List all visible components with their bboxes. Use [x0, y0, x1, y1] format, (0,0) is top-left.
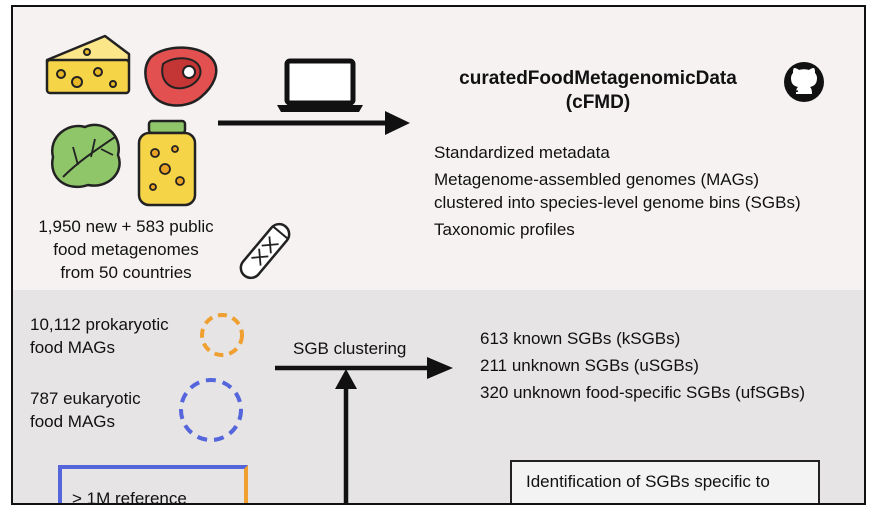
- unknown-food-specific-sgbs: 320 unknown food-specific SGBs (ufSGBs): [480, 383, 806, 402]
- food-metagenomes-label: 1,950 new + 583 public food metagenomes …: [38, 217, 214, 282]
- cfmd-feature-list: Standardized metadata Metagenome-assembl…: [434, 140, 801, 243]
- unknown-sgbs: 211 unknown SGBs (uSGBs): [480, 356, 699, 375]
- leafy-green-icon: [50, 123, 121, 189]
- test-tube-dna-icon: [239, 222, 291, 280]
- fermented-jar-icon: [137, 119, 197, 207]
- reference-label: > 1M reference: [72, 489, 187, 505]
- reference-genomes-box: > 1M reference: [58, 465, 248, 505]
- identification-box: Identification of SGBs specific to: [510, 460, 820, 503]
- prokaryotic-mags-label: 10,112 prokaryotic food MAGs: [30, 315, 169, 357]
- meat-icon: [144, 46, 218, 107]
- sgb-clustering-arrows: [275, 357, 453, 503]
- sgb-clustering-label: SGB clustering: [293, 339, 407, 358]
- identification-label: Identification of SGBs specific to: [526, 472, 770, 491]
- arrow-to-cfmd: [218, 111, 410, 135]
- known-sgbs: 613 known SGBs (kSGBs): [480, 329, 681, 348]
- sgb-results-list: 613 known SGBs (kSGBs) 211 unknown SGBs …: [480, 325, 805, 406]
- github-icon[interactable]: [783, 61, 825, 103]
- eukaryotic-mags-label: 787 eukaryotic food MAGs: [30, 389, 141, 431]
- laptop-icon: [277, 58, 363, 112]
- prokaryotic-mag-circle-icon: [200, 313, 244, 357]
- feature-metadata: Standardized metadata: [434, 143, 610, 162]
- cfmd-title: curatedFoodMetagenomicData (cFMD): [459, 68, 737, 113]
- feature-mags: Metagenome-assembled genomes (MAGs): [434, 170, 760, 189]
- feature-taxonomic-profiles: Taxonomic profiles: [434, 220, 575, 239]
- feature-sgbs: clustered into species-level genome bins…: [434, 193, 801, 212]
- cheese-icon: [45, 34, 131, 95]
- eukaryotic-mag-circle-icon: [179, 378, 243, 442]
- figure-frame: 1,950 new + 583 public food metagenomes …: [11, 5, 866, 505]
